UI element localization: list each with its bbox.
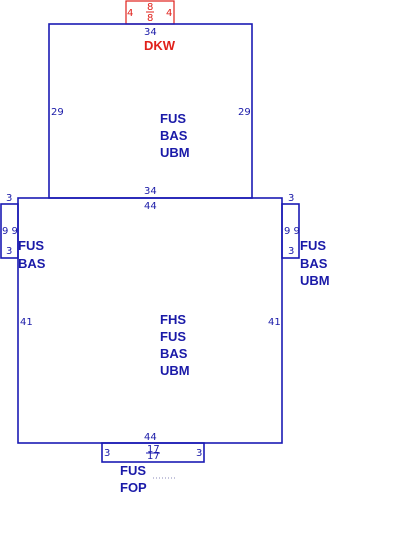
- right-bay-side-dims: 9 9: [284, 226, 300, 237]
- upper-room-code-3: UBM: [160, 145, 190, 160]
- bottom-stoop[interactable]: 3 3 17 17 FUS FOP: [101, 442, 205, 495]
- right-bay-code-3: UBM: [300, 273, 330, 288]
- left-bay-bottom-dim: 3: [6, 246, 12, 257]
- top-attachment-left-dim: 4: [127, 8, 133, 19]
- left-bay[interactable]: 3 9 9 3 FUS BAS: [0, 193, 46, 271]
- left-bay-code-2: BAS: [18, 256, 46, 271]
- bottom-stoop-right-dim: 3: [196, 448, 202, 459]
- bottom-stoop-outline: [101, 442, 205, 463]
- upper-room-left-dim: 29: [51, 107, 64, 118]
- upper-room-attachment-label: DKW: [144, 38, 176, 53]
- bottom-stoop-left-dim: 3: [104, 448, 110, 459]
- upper-room[interactable]: 34 DKW 29 29 FUS BAS UBM 34: [48, 23, 253, 199]
- main-room-top-dim: 44: [144, 201, 157, 212]
- upper-room-bottom-dim: 34: [144, 186, 157, 197]
- top-attachment-right-dim: 4: [166, 8, 172, 19]
- right-bay-top-dim: 3: [288, 193, 294, 204]
- top-attachment[interactable]: 4 4 8 8: [125, 0, 175, 25]
- main-room-code-3: BAS: [160, 346, 188, 361]
- bottom-stoop-fraction-numerator: 17: [147, 444, 160, 455]
- left-bay-top-dim: 3: [6, 193, 12, 204]
- right-bay[interactable]: 3 9 9 3 FUS BAS UBM: [281, 193, 330, 288]
- right-bay-outline: [281, 203, 300, 259]
- upper-room-code-1: FUS: [160, 111, 186, 126]
- main-room-code-2: FUS: [160, 329, 186, 344]
- main-room-code-4: UBM: [160, 363, 190, 378]
- left-bay-side-dims: 9 9: [2, 226, 18, 237]
- main-room[interactable]: 44 41 41 FHS FUS BAS UBM 44: [17, 197, 283, 444]
- right-bay-code-1: FUS: [300, 238, 326, 253]
- main-room-outline: [17, 197, 283, 444]
- main-room-left-dim: 41: [20, 317, 33, 328]
- main-room-bottom-dim: 44: [144, 432, 157, 443]
- left-bay-code-1: FUS: [18, 238, 44, 253]
- upper-room-right-dim: 29: [238, 107, 251, 118]
- bottom-stoop-code-1: FUS: [120, 463, 146, 478]
- right-bay-code-2: BAS: [300, 256, 328, 271]
- left-bay-outline: [0, 203, 19, 259]
- main-room-right-dim: 41: [268, 317, 281, 328]
- main-room-code-1: FHS: [160, 312, 186, 327]
- upper-room-code-2: BAS: [160, 128, 188, 143]
- bottom-stoop-fraction-denominator: 17: [147, 451, 160, 462]
- top-attachment-fraction-denominator: 8: [147, 13, 153, 24]
- right-bay-bottom-dim: 3: [288, 246, 294, 257]
- upper-room-top-dim: 34: [144, 27, 157, 38]
- top-attachment-fraction-numerator: 8: [147, 2, 153, 13]
- bottom-stoop-code-2: FOP: [120, 480, 147, 495]
